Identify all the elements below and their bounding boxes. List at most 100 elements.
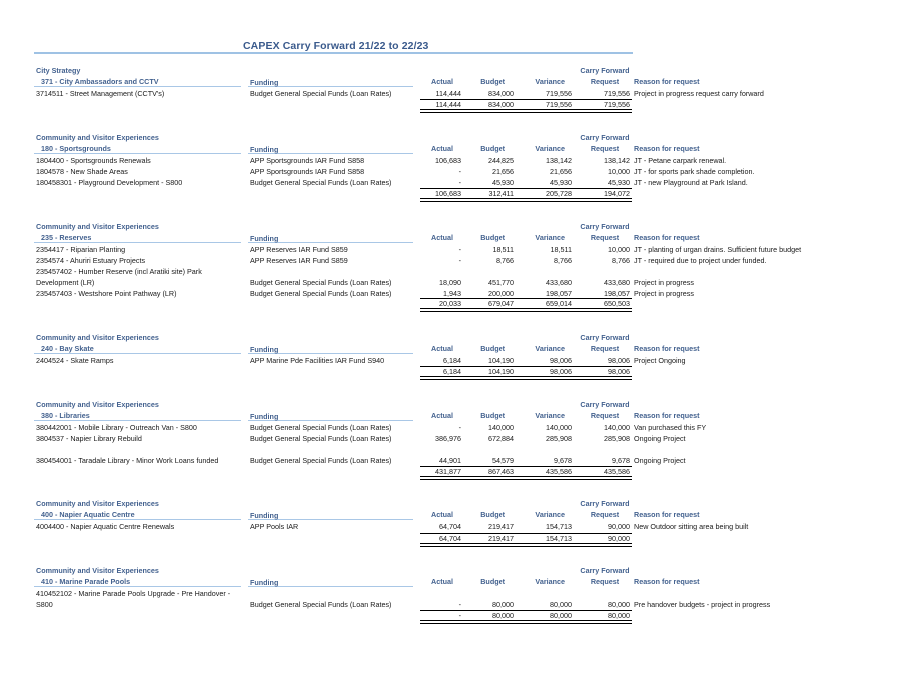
actual-value: 44,901	[439, 456, 461, 465]
header-request: Request	[590, 510, 620, 519]
total-variance: 659,014	[546, 299, 572, 308]
actual-value: 386,976	[435, 434, 461, 443]
project-name: 180458301 - Playground Development - S80…	[36, 178, 183, 187]
header-budget: Budget	[480, 77, 505, 86]
section-name: 410 - Marine Parade Pools	[41, 577, 131, 586]
project-name: 235457403 - Westshore Point Pathway (LR)	[36, 289, 177, 298]
reason-text: Ongoing Project	[634, 456, 686, 465]
project-name: 1804400 - Sportsgrounds Renewals	[36, 156, 151, 165]
funding-source: Budget General Special Funds (Loan Rates…	[250, 89, 392, 98]
project-name: 3804537 - Napier Library Rebuild	[36, 434, 142, 443]
reason-text: Project Ongoing	[634, 356, 686, 365]
funding-source: APP Sportsgrounds IAR Fund S858	[250, 156, 365, 165]
request-value: 45,930	[608, 178, 630, 187]
header-budget: Budget	[480, 510, 505, 519]
header-reason: Reason for request	[634, 577, 700, 586]
header-actual: Actual	[431, 77, 453, 86]
project-name: 2354417 - Riparian Planting	[36, 245, 126, 254]
actual-value: 114,444	[435, 89, 461, 98]
header-carry-forward: Carry Forward	[580, 133, 630, 142]
request-value: 90,000	[608, 522, 630, 531]
funding-source: Budget General Special Funds (Loan Rates…	[250, 434, 392, 443]
section-group-label: Community and Visitor Experiences	[36, 222, 159, 231]
header-funding: Funding	[250, 78, 279, 87]
reason-text: Van purchased this FY	[634, 423, 707, 432]
header-variance: Variance	[535, 144, 565, 153]
header-request: Request	[590, 344, 620, 353]
budget-value: 200,000	[488, 289, 514, 298]
header-request: Request	[590, 144, 620, 153]
header-budget: Budget	[480, 144, 505, 153]
funding-source: Budget General Special Funds (Loan Rates…	[250, 289, 392, 298]
total-double-rule	[420, 198, 632, 202]
header-request: Request	[590, 233, 620, 242]
total-budget: 219,417	[488, 534, 514, 543]
request-value: 98,006	[608, 356, 630, 365]
project-name: 380454001 - Taradale Library - Minor Wor…	[36, 456, 219, 465]
header-actual: Actual	[431, 144, 453, 153]
variance-value: 154,713	[546, 522, 572, 531]
header-variance: Variance	[535, 344, 565, 353]
funding-source: APP Reserves IAR Fund S859	[250, 256, 348, 265]
total-actual: 431,877	[435, 467, 461, 476]
total-request: 435,586	[604, 467, 630, 476]
variance-value: 98,006	[550, 356, 572, 365]
header-carry-forward: Carry Forward	[580, 400, 630, 409]
header-carry-forward: Carry Forward	[580, 66, 630, 75]
budget-value: 45,930	[492, 178, 514, 187]
section-name-underline	[34, 519, 241, 520]
total-variance: 154,713	[546, 534, 572, 543]
section-group-label: City Strategy	[36, 66, 81, 75]
total-request: 90,000	[608, 534, 630, 543]
project-name: 2354574 - Ahuriri Estuary Projects	[36, 256, 146, 265]
total-double-rule	[420, 543, 632, 547]
actual-value: 6,184	[443, 356, 461, 365]
request-value: 433,680	[604, 278, 630, 287]
total-variance: 435,586	[546, 467, 572, 476]
total-request: 80,000	[608, 611, 630, 620]
budget-value: 54,579	[492, 456, 514, 465]
header-actual: Actual	[431, 411, 453, 420]
budget-value: 219,417	[488, 522, 514, 531]
actual-value: -	[458, 178, 461, 187]
variance-value: 285,908	[546, 434, 572, 443]
reason-text: Project in progress	[634, 289, 694, 298]
actual-value: -	[458, 167, 461, 176]
header-reason: Reason for request	[634, 77, 700, 86]
variance-value: 719,556	[546, 89, 572, 98]
variance-value: 198,057	[546, 289, 572, 298]
request-value: 9,678	[612, 456, 630, 465]
section-group-label: Community and Visitor Experiences	[36, 566, 159, 575]
header-carry-forward: Carry Forward	[580, 333, 630, 342]
project-name: 3714511 - Street Management (CCTV's)	[36, 89, 165, 98]
header-request: Request	[590, 411, 620, 420]
request-value: 140,000	[604, 423, 630, 432]
funding-underline	[248, 242, 413, 243]
total-actual: 106,683	[435, 189, 461, 198]
header-variance: Variance	[535, 577, 565, 586]
header-funding: Funding	[250, 578, 279, 587]
variance-value: 21,656	[550, 167, 572, 176]
variance-value: 18,511	[550, 245, 572, 254]
actual-value: 18,090	[439, 278, 461, 287]
total-double-rule	[420, 109, 632, 113]
header-variance: Variance	[535, 411, 565, 420]
budget-value: 104,190	[488, 356, 514, 365]
header-funding: Funding	[250, 345, 279, 354]
total-actual: -	[458, 611, 461, 620]
actual-value: 1,943	[443, 289, 461, 298]
request-value: 138,142	[604, 156, 630, 165]
variance-value: 140,000	[546, 423, 572, 432]
header-reason: Reason for request	[634, 144, 700, 153]
section-name-underline	[34, 420, 241, 421]
total-double-rule	[420, 376, 632, 380]
header-actual: Actual	[431, 510, 453, 519]
funding-source: Budget General Special Funds (Loan Rates…	[250, 278, 392, 287]
funding-underline	[248, 586, 413, 587]
header-carry-forward: Carry Forward	[580, 499, 630, 508]
total-variance: 80,000	[550, 611, 572, 620]
request-value: 8,766	[612, 256, 630, 265]
reason-text: JT - new Playground at Park Island.	[634, 178, 748, 187]
header-funding: Funding	[250, 412, 279, 421]
project-name: 380442001 - Mobile Library - Outreach Va…	[36, 423, 197, 432]
